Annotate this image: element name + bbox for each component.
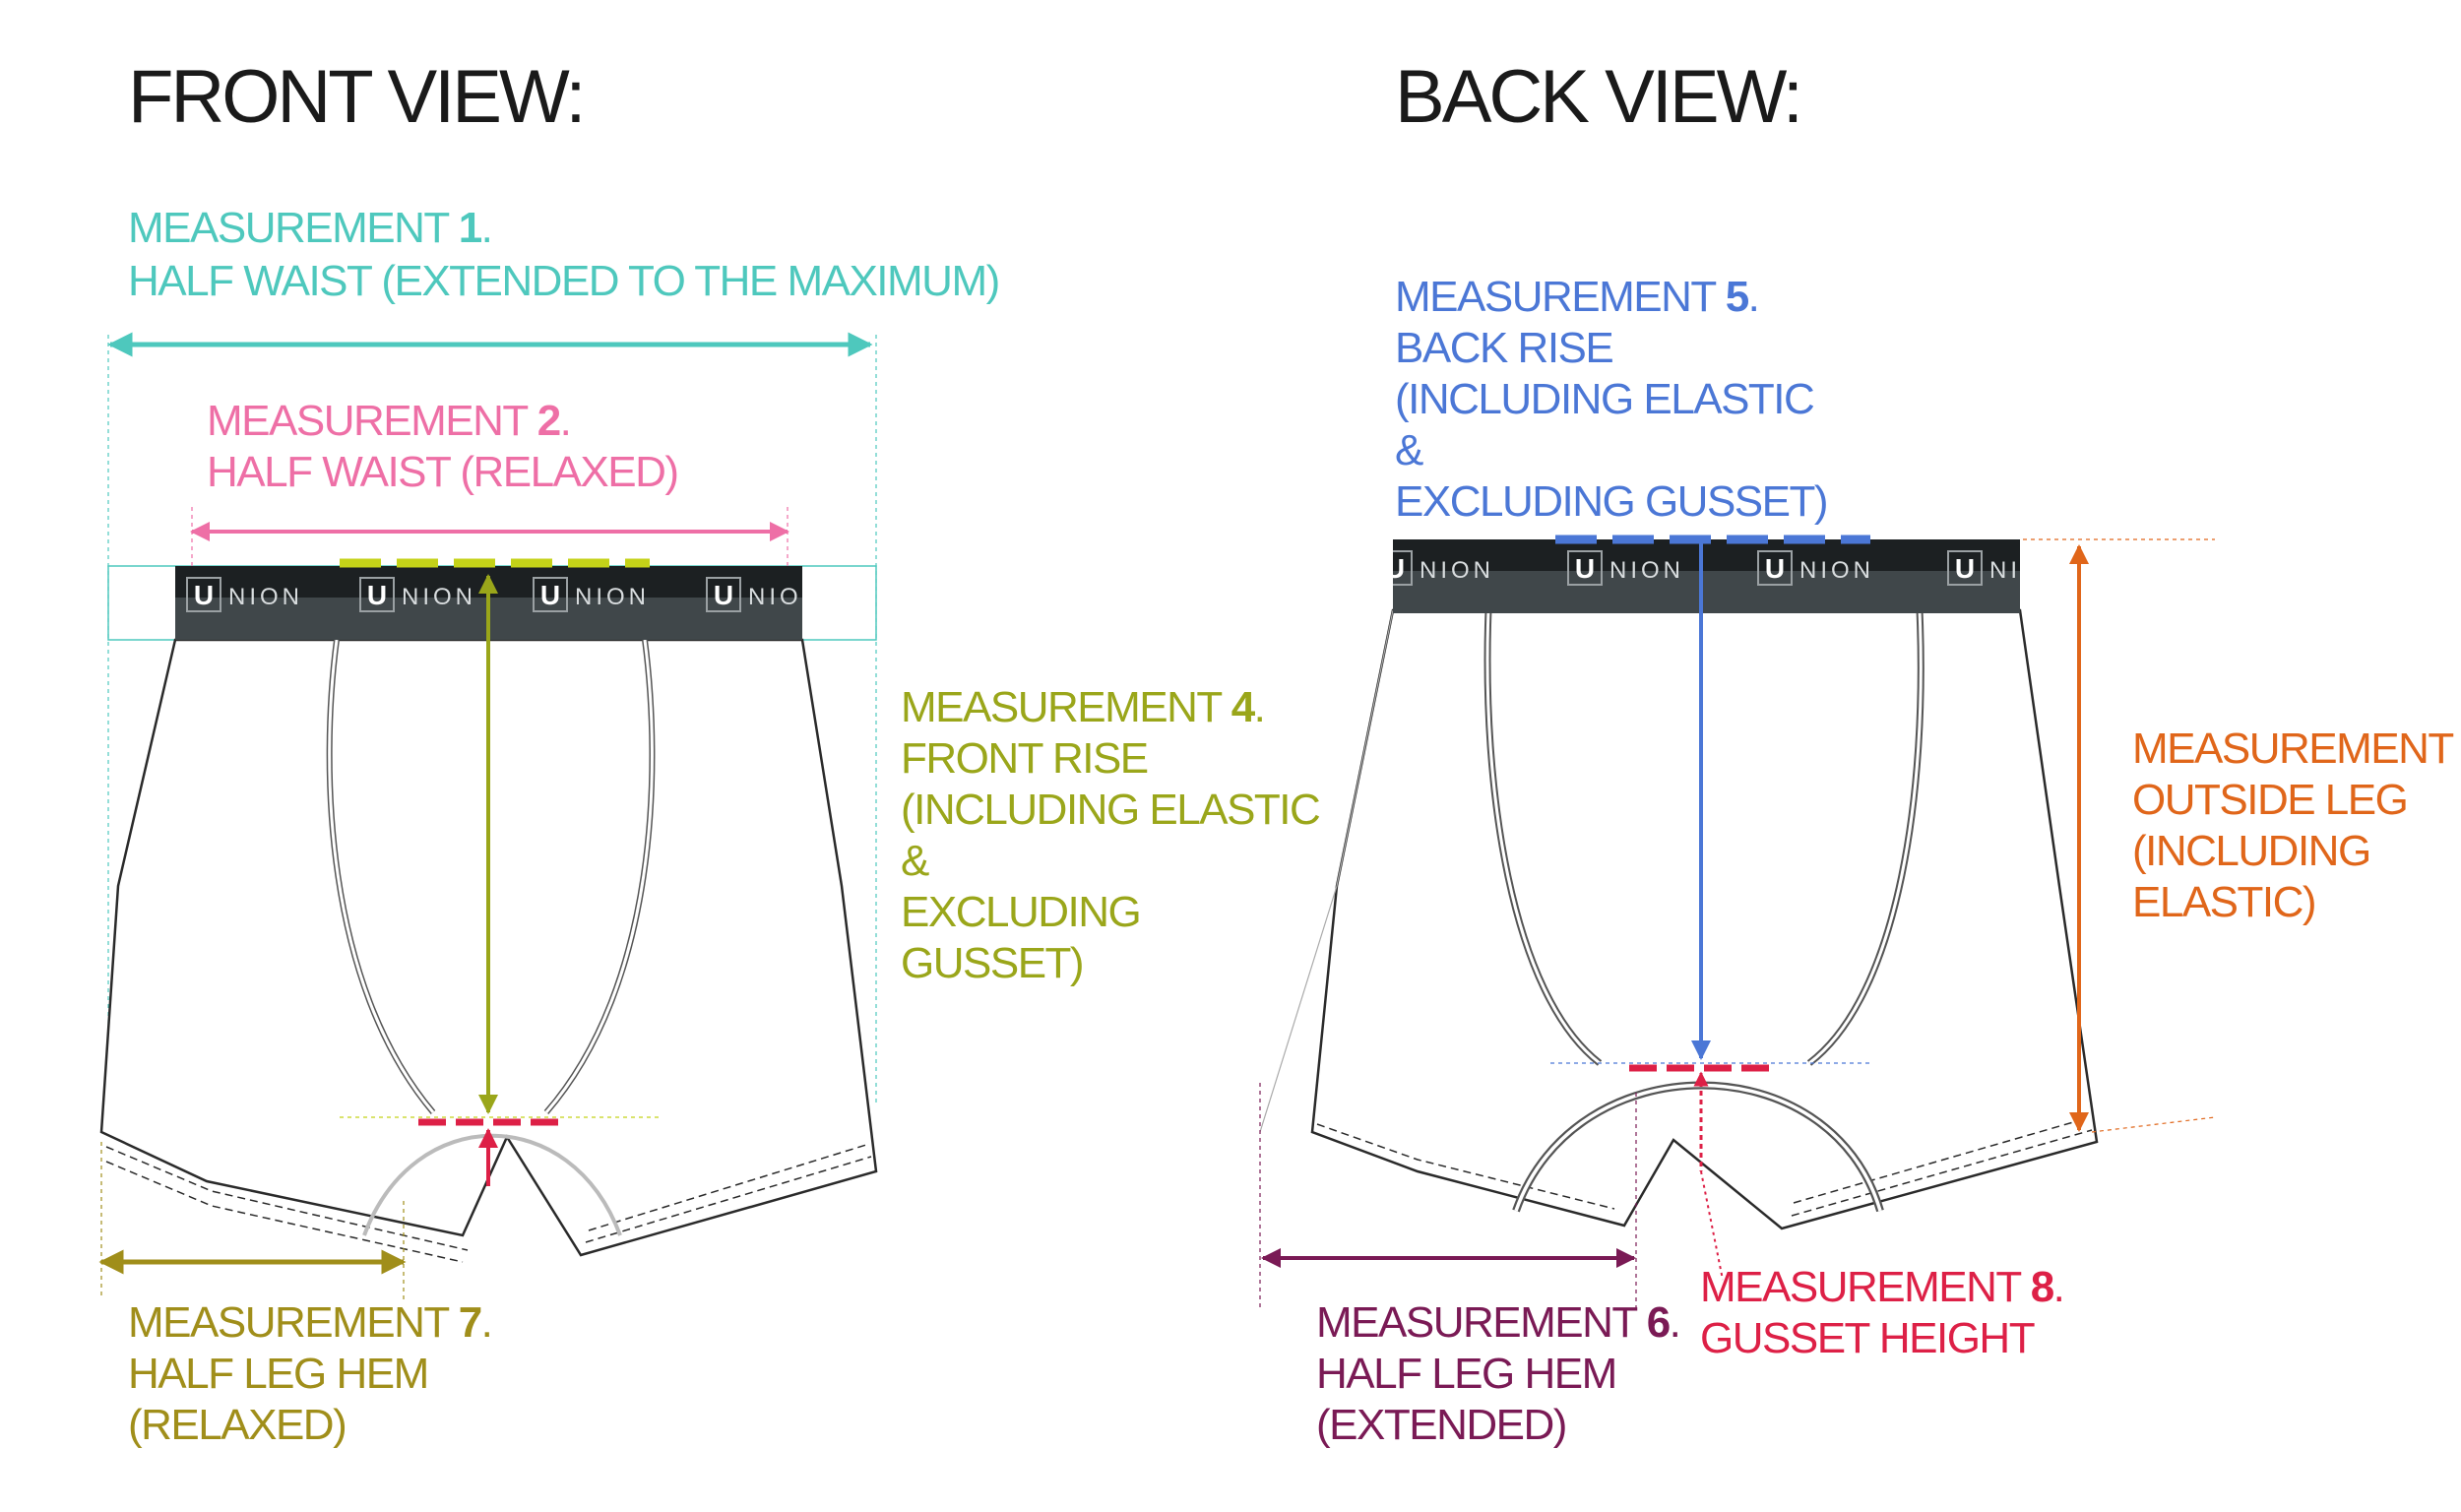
back-view-title: BACK VIEW:	[1395, 55, 1803, 139]
measurement-8-label: MEASUREMENT 8. GUSSET HEIGHT	[1700, 1263, 2065, 1362]
measurement-1-label: MEASUREMENT 1. HALF WAIST (EXTENDED TO T…	[128, 204, 1000, 305]
logo-box	[1757, 550, 1793, 586]
logo-box	[1947, 550, 1983, 586]
logo-word: NION	[575, 584, 650, 610]
measurement-4-label: MEASUREMENT 4. FRONT RISE (INCLUDING ELA…	[901, 683, 1321, 987]
logo-box	[706, 577, 741, 612]
logo-word: NION	[1799, 557, 1874, 584]
measurement-5-label: MEASUREMENT 5. BACK RISE (INCLUDING ELAS…	[1395, 273, 1829, 526]
front-waistband-logos: U NION U NION U NION U NION	[186, 577, 823, 612]
logo-word: NION	[748, 584, 823, 610]
logo-box	[1567, 550, 1603, 586]
measurement-2-label: MEASUREMENT 2. HALF WAIST (RELAXED)	[207, 397, 679, 496]
front-view-title: FRONT VIEW:	[128, 55, 586, 139]
logo-letter: U	[1575, 553, 1595, 584]
logo-letter: U	[1955, 553, 1975, 584]
logo-word: NION	[1609, 557, 1684, 584]
logo-box	[186, 577, 221, 612]
measurement-6-label: MEASUREMENT 6. HALF LEG HEM (EXTENDED)	[1316, 1298, 1681, 1449]
logo-box	[533, 577, 568, 612]
logo-letter: U	[367, 580, 387, 610]
logo-letter: U	[714, 580, 733, 610]
logo-word: NION	[402, 584, 476, 610]
logo-letter: U	[540, 580, 560, 610]
logo-box	[359, 577, 395, 612]
logo-letter: U	[1765, 553, 1785, 584]
logo-box	[1393, 550, 1413, 586]
back-waistband-logos: U NION U NION U NION U NION	[1385, 550, 2064, 586]
logo-word: NION	[228, 584, 303, 610]
logo-word: NION	[1420, 557, 1494, 584]
back-body-outline	[1310, 608, 2099, 1230]
logo-letter: U	[1385, 553, 1405, 584]
measurement-7-label: MEASUREMENT 7. HALF LEG HEM (RELAXED)	[128, 1298, 493, 1449]
logo-letter: U	[194, 580, 214, 610]
logo-word: NION	[1989, 557, 2064, 584]
measurement-3-label: MEASUREMENT 3. OUTSIDE LEG (INCLUDING EL…	[2132, 724, 2461, 926]
back-garment: U NION U NION U NION U NION	[1259, 539, 2099, 1230]
